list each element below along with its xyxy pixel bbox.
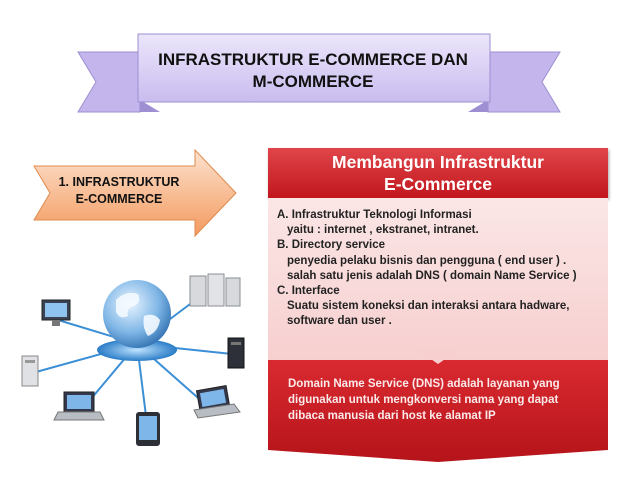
item-a-desc: yaitu : internet , ekstranet, intranet. [287, 224, 479, 237]
item-b-desc-2: salah satu jenis adalah DNS ( domain Nam… [287, 269, 577, 282]
network-illustration [21, 273, 245, 446]
pc-tower-icon [21, 355, 39, 387]
item-c-desc-2: software dan user . [287, 315, 392, 328]
item-b-title: B. Directory service [277, 239, 386, 252]
phone-icon [136, 412, 160, 446]
dns-line-2: digunakan untuk mengkonversi nama yang d… [288, 394, 559, 406]
section-arrow [33, 148, 237, 238]
section-label-line-1: 1. INFRASTRUKTUR [58, 175, 180, 189]
panel-footer-shape [268, 350, 608, 462]
server-rack-icon [189, 273, 241, 307]
title-ribbon [77, 33, 561, 113]
laptop-icon-2 [193, 384, 241, 419]
panel-body: A. Infrastruktur Teknologi Informasi yai… [268, 198, 608, 360]
globe-icon [103, 280, 171, 348]
title-line-1: INFRASTRUKTUR E-COMMERCE DAN [158, 50, 468, 69]
laptop-icon [53, 391, 105, 421]
item-b-desc-1: penyedia pelaku bisnis dan pengguna ( en… [287, 254, 567, 267]
panel-header: Membangun Infrastruktur E-Commerce [268, 148, 608, 198]
item-a-title: A. Infrastruktur Teknologi Informasi [277, 209, 472, 221]
panel-header-line-1: Membangun Infrastruktur [332, 152, 544, 172]
section-label-line-2: E-COMMERCE [75, 192, 163, 206]
dns-line-3: dibaca manusia dari host ke alamat IP [288, 410, 496, 422]
dns-line-1: Domain Name Service (DNS) adalah layanan… [288, 378, 560, 390]
dns-definition: Domain Name Service (DNS) adalah layanan… [268, 360, 608, 450]
item-c-desc-1: Suatu sistem koneksi dan interaksi antar… [287, 300, 570, 313]
section-label: 1. INFRASTRUKTUR E-COMMERCE [34, 174, 204, 208]
pc-tower-icon-2 [227, 337, 245, 369]
page-title: INFRASTRUKTUR E-COMMERCE DAN M-COMMERCE [138, 40, 488, 102]
title-line-2: M-COMMERCE [252, 72, 374, 91]
panel-header-line-2: E-Commerce [384, 174, 492, 194]
desktop-computer-icon [41, 299, 71, 326]
item-c-title: C. Interface [277, 285, 340, 298]
globe-base [97, 339, 177, 361]
